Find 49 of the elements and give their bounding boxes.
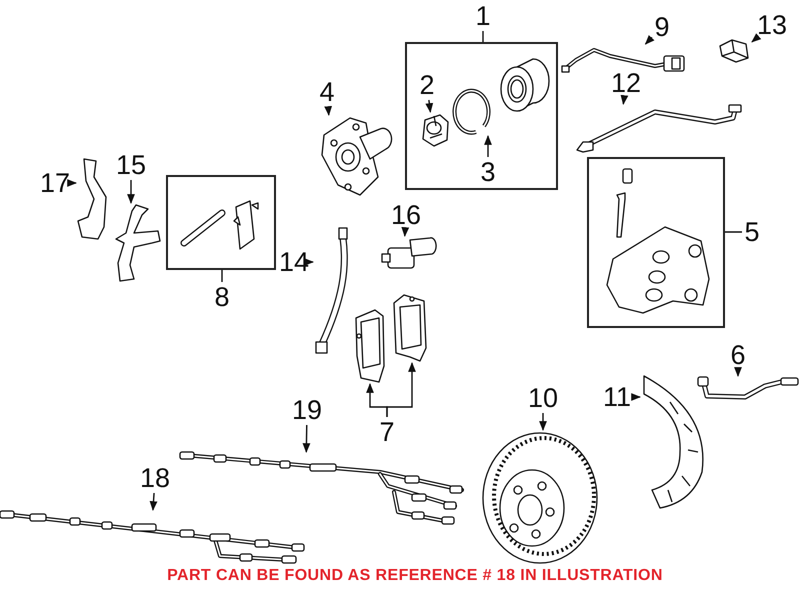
leader-line	[304, 258, 314, 266]
leader-line	[67, 179, 77, 187]
leader-line	[484, 135, 492, 157]
callout-number: 12	[609, 68, 643, 98]
callout-number: 8	[212, 282, 232, 312]
note-text: PART CAN BE FOUND AS REFERENCE # 18 IN ILLUSTRATION	[166, 566, 664, 586]
group-box	[166, 175, 276, 270]
callout-number: 1	[473, 1, 493, 31]
wiring-harness-drawing	[180, 452, 465, 527]
wheel-hub-drawing	[320, 115, 392, 197]
callout-number: 5	[742, 217, 762, 247]
callout-number: 14	[277, 247, 311, 277]
leader-line	[539, 413, 547, 431]
brake-line-drawing	[695, 376, 800, 402]
brake-hose-drawing	[313, 228, 351, 355]
leader-line	[221, 270, 223, 282]
leader-line	[725, 231, 742, 233]
leader-line	[302, 424, 310, 453]
callout-number: 19	[290, 395, 324, 425]
leader-line	[324, 106, 332, 116]
hub-nut-drawing	[420, 112, 450, 148]
callout-number: 6	[728, 340, 748, 370]
leader-line	[631, 393, 641, 401]
leader-line	[734, 367, 742, 377]
callout-number: 4	[317, 77, 337, 107]
callout-number: 7	[377, 417, 397, 447]
leader-line	[386, 362, 416, 417]
callout-number: 15	[114, 150, 148, 180]
group-box	[587, 157, 725, 328]
leader-line	[401, 226, 410, 237]
leader-line	[751, 33, 762, 42]
brake-rotor-drawing	[480, 430, 600, 565]
leader-line	[644, 34, 654, 45]
leader-line	[127, 180, 135, 204]
callout-number: 13	[755, 10, 789, 40]
leader-line	[150, 492, 158, 511]
callout-number: 2	[417, 70, 437, 100]
leader-line	[425, 100, 434, 113]
callout-number: 18	[138, 463, 172, 493]
callout-number: 17	[38, 168, 72, 198]
callout-number: 9	[652, 12, 672, 42]
snap-ring-drawing	[452, 86, 490, 136]
callout-number: 10	[526, 383, 560, 413]
leader-line	[620, 94, 628, 105]
group-box	[405, 42, 558, 190]
callout-number: 3	[478, 157, 498, 187]
leader-line	[482, 31, 484, 42]
callout-number: 16	[389, 200, 423, 230]
callout-number: 11	[600, 382, 634, 412]
